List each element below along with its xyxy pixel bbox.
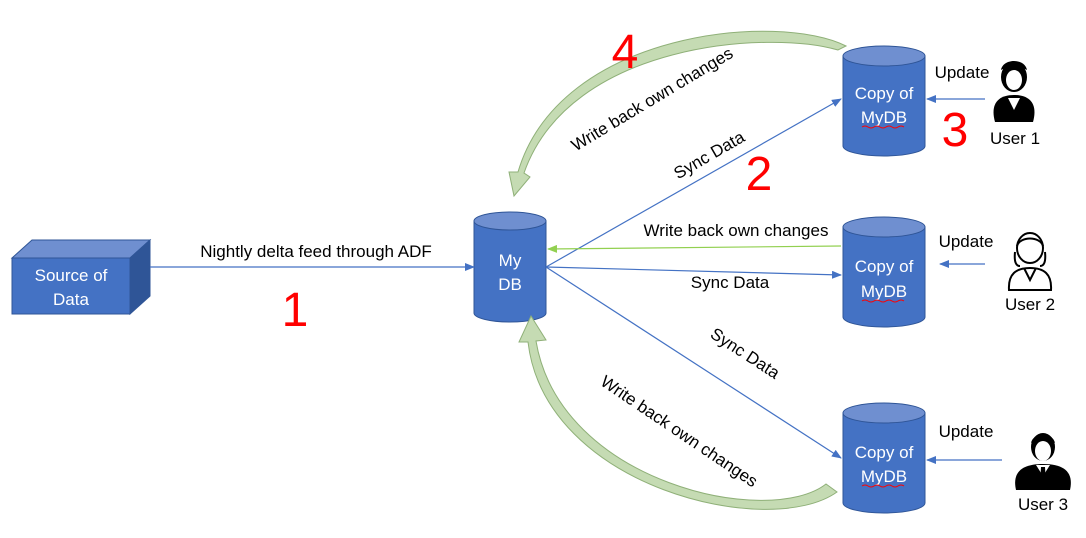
user-1-label: User 1 [990,129,1040,148]
step-number-4: 4 [612,26,639,79]
female-user-outline-icon [1007,232,1053,291]
update-label-3: Update [939,422,994,441]
update-label-1: Update [935,63,990,82]
source-label-line2: Data [53,290,89,309]
sync-arrow-2 [545,266,842,279]
write-back-curved-arrow-bottom [518,314,838,510]
female-user-icon [993,61,1035,122]
copy-db-cylinder-2: Copy of MyDB [842,216,926,328]
main-db-label-line1: My [499,251,522,270]
main-db-cylinder: My DB [473,211,547,323]
copy-db-cylinder-3: Copy of MyDB [842,402,926,514]
sync-data-label-3: Sync Data [707,324,784,383]
copy-db-1-label-line1: Copy of [855,84,914,103]
copy-db-3-label-line2: MyDB [861,467,907,486]
spellcheck-underline [861,125,905,129]
copy-db-cylinder-1: Copy of MyDB [842,45,926,157]
write-back-arrow-2 [547,244,842,253]
user-3-label: User 3 [1018,495,1068,514]
sync-data-label-2: Sync Data [691,273,770,292]
source-of-data-box: Source of Data [10,238,152,316]
copy-db-2-label-line2: MyDB [861,282,907,301]
step-number-3: 3 [942,104,969,157]
main-db-label-line2: DB [498,275,522,294]
sync-arrow-3 [545,266,842,459]
copy-db-1-label-line2: MyDB [861,108,907,127]
write-back-label-2: Write back own changes [644,221,829,240]
nightly-feed-label: Nightly delta feed through ADF [200,242,432,261]
spellcheck-underline [861,484,905,488]
spellcheck-underline [861,299,905,303]
write-back-curved-arrow-top [508,30,848,198]
sync-data-label-1: Sync Data [671,127,749,183]
sync-arrow-1 [545,98,842,268]
copy-db-3-label-line1: Copy of [855,443,914,462]
step-number-1: 1 [282,284,309,337]
update-label-2: Update [939,232,994,251]
copy-db-2-label-line1: Copy of [855,257,914,276]
male-user-icon [1015,433,1071,490]
step-number-2: 2 [746,148,773,201]
source-label-line1: Source of [35,266,108,285]
user-2-label: User 2 [1005,295,1055,314]
